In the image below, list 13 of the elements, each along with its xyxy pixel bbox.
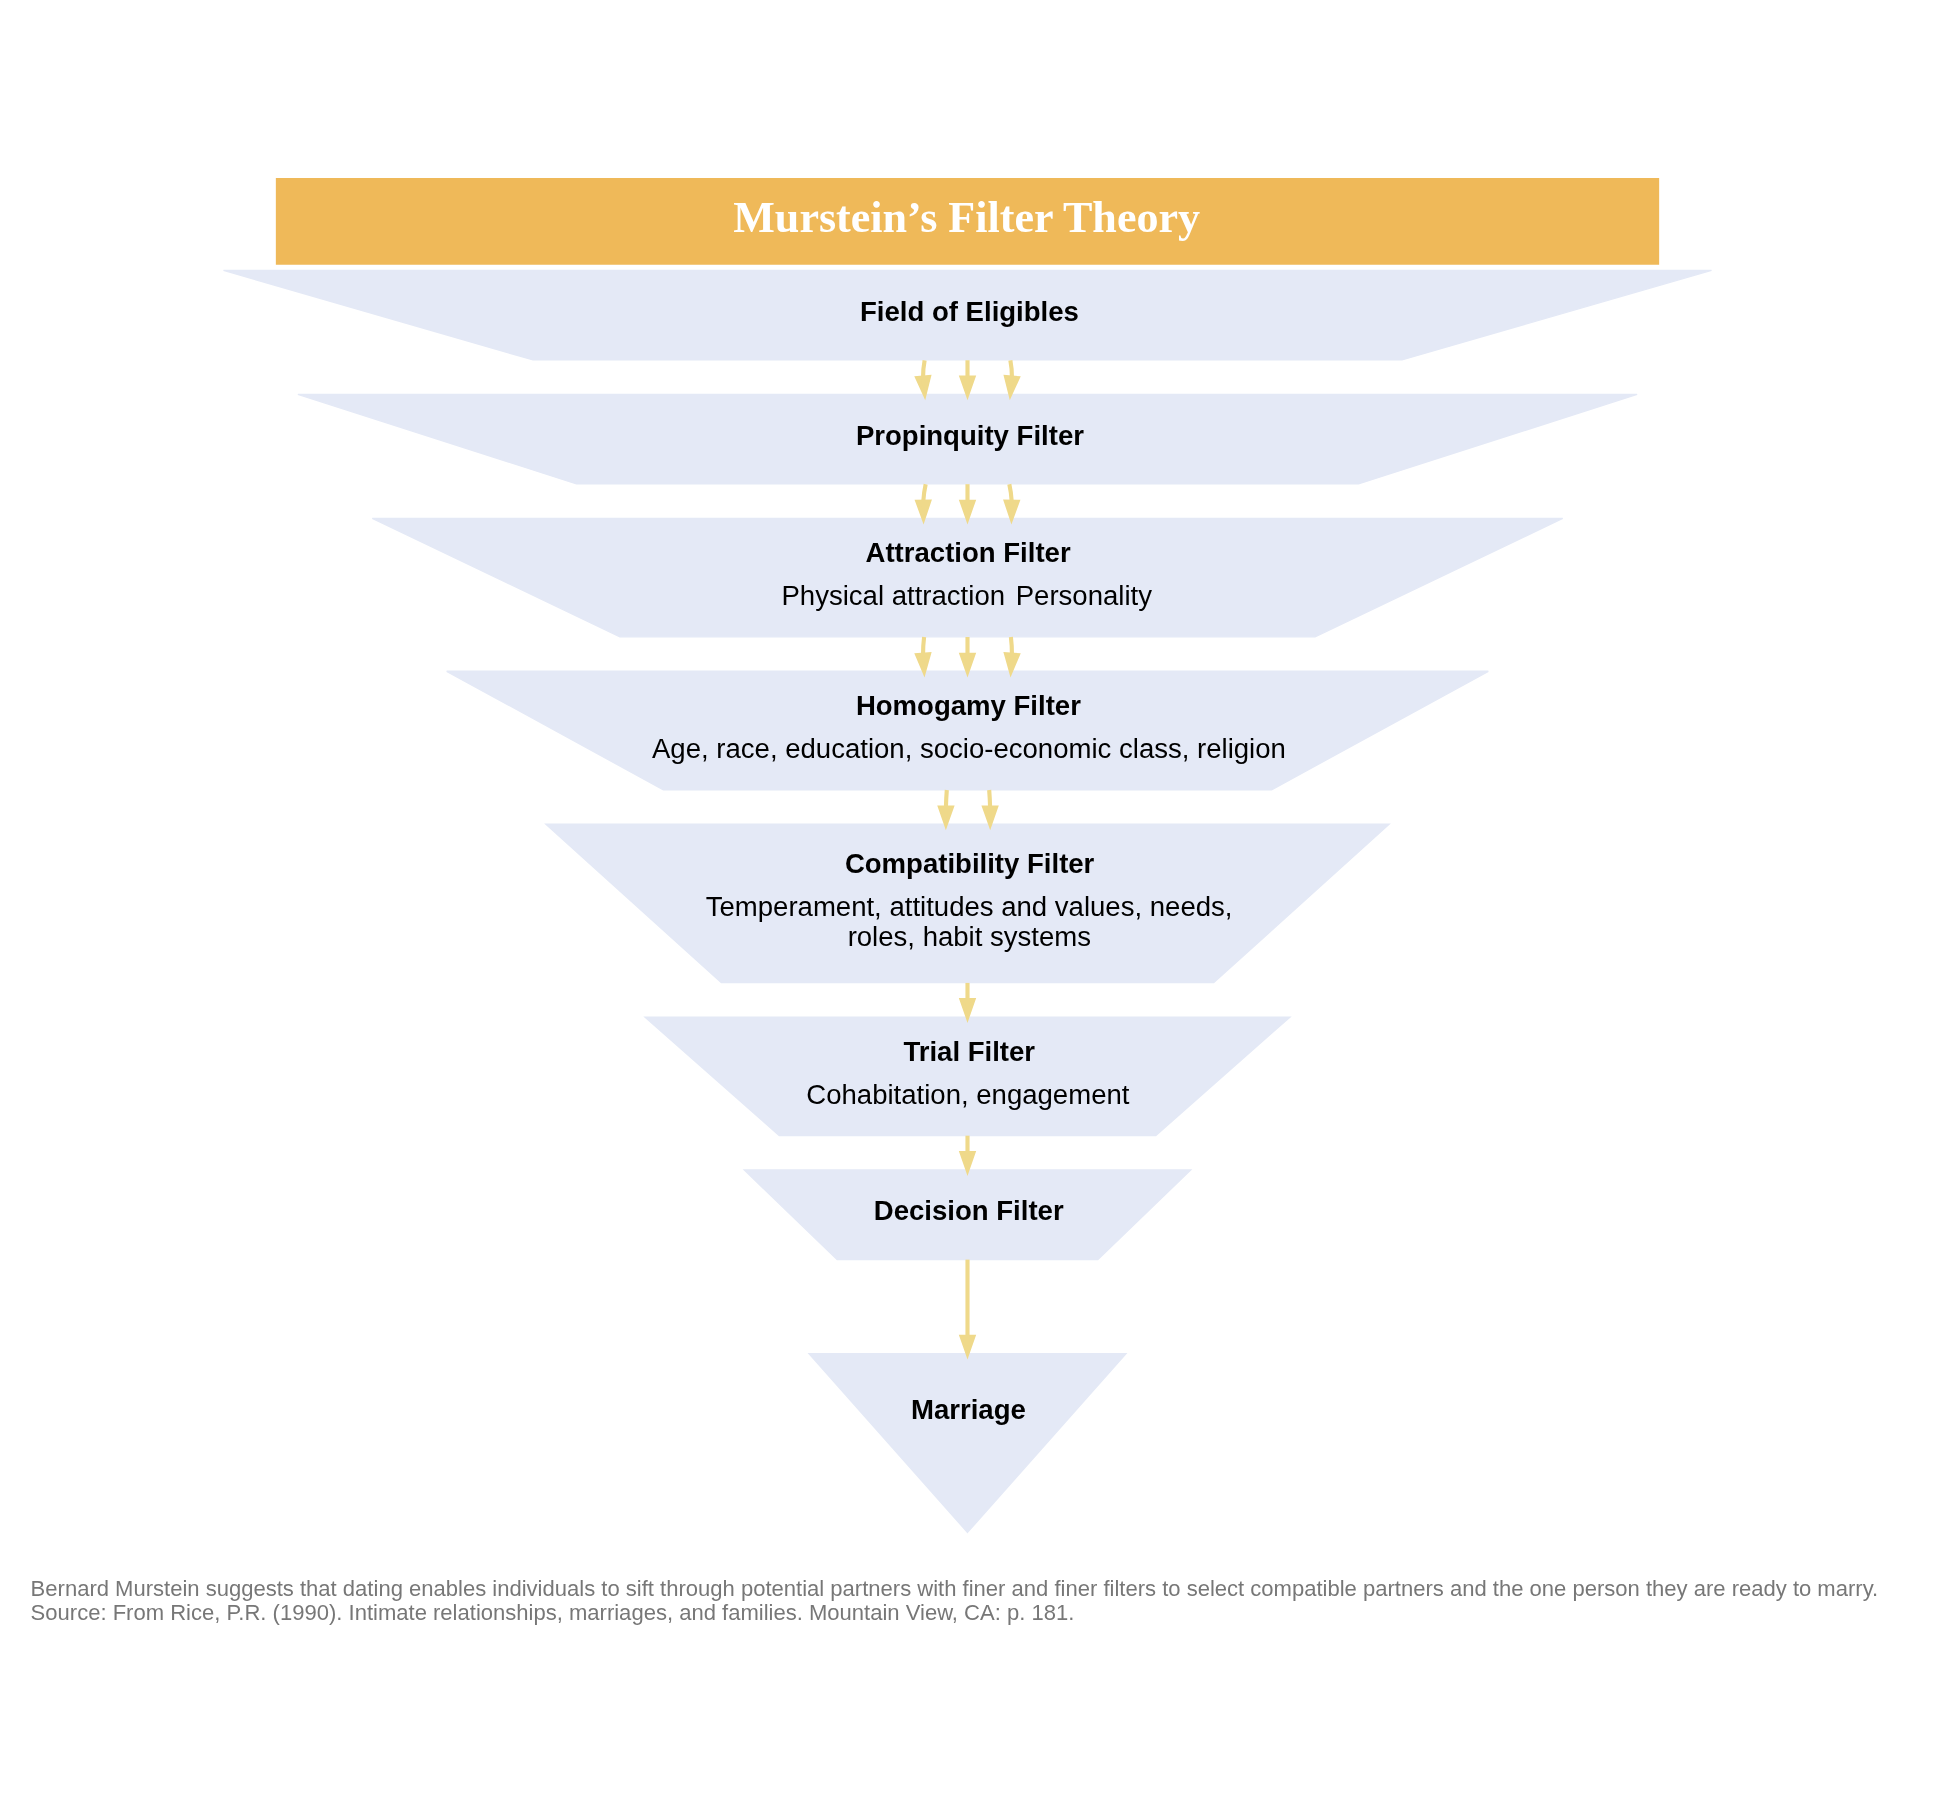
arrow — [914, 483, 932, 525]
arrow — [1003, 359, 1021, 401]
caption: Bernard Murstein suggests that dating enables individuals to sift through potential partners with finer and finer filters to select compatible partners and the one person they are ready to marry. Source: From Rice, P.R. (1990). Intimate relationships, marriages, and families. Mountain View, CA: p. 181. — [30, 1575, 1879, 1626]
arrow — [1003, 636, 1021, 678]
arrow — [958, 1135, 977, 1176]
arrow — [1003, 483, 1021, 525]
arrow — [958, 1259, 977, 1360]
arrow — [958, 637, 977, 678]
arrow — [958, 360, 977, 401]
diagram-title: Murstein’s Filter Theory — [733, 192, 1201, 242]
arrow — [914, 359, 932, 401]
arrow — [958, 982, 977, 1023]
arrow — [958, 484, 977, 525]
